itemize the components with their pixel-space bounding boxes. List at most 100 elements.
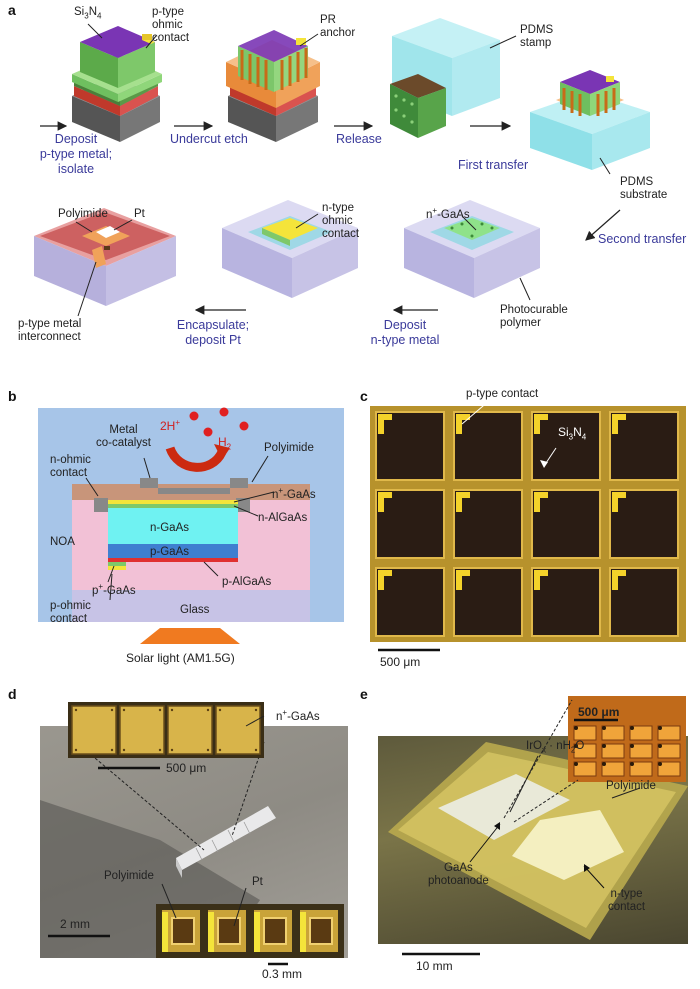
label-n-ohmic: n-ohmic contact bbox=[50, 454, 91, 479]
polymer-box-gaas bbox=[404, 200, 540, 298]
label-p-gaas: p-GaAs bbox=[150, 546, 189, 558]
step-undercut: Undercut etch bbox=[170, 132, 248, 146]
label-pdms-substrate: PDMS substrate bbox=[620, 176, 668, 201]
label-polyimide-e: Polyimide bbox=[606, 780, 656, 792]
label-n-plus-gaas-b: n+-GaAs bbox=[272, 486, 316, 501]
si3n4-cell bbox=[375, 411, 445, 481]
panel-c-pointers bbox=[378, 447, 557, 652]
label-n-plus-gaas-a: n+-GaAs bbox=[426, 206, 470, 221]
inset-dot bbox=[574, 744, 578, 748]
label-scale-e-main: 10 mm bbox=[416, 959, 453, 973]
panel-b-device-diagram bbox=[38, 407, 344, 644]
si3n4-cell bbox=[453, 411, 523, 481]
label-polyimide-b: Polyimide bbox=[264, 442, 314, 454]
panel-letter-b: b bbox=[8, 388, 17, 404]
label-polyimide-d: Polyimide bbox=[104, 870, 154, 882]
inset-dot bbox=[574, 726, 578, 730]
cube-stack-1 bbox=[72, 26, 162, 142]
label-p-metal-interconnect: p-type metal interconnect bbox=[18, 318, 82, 343]
inset-dot bbox=[658, 726, 662, 730]
label-n-algaas: n-AlGaAs bbox=[258, 512, 308, 524]
inset-cell bbox=[573, 743, 597, 759]
label-2h-plus: 2H+ bbox=[160, 418, 181, 433]
label-noa: NOA bbox=[50, 536, 75, 548]
label-n-gaas: n-GaAs bbox=[150, 522, 189, 534]
inset-cell bbox=[601, 725, 625, 741]
label-n-plus-gaas-d: n+-GaAs bbox=[276, 708, 320, 723]
p-type-contact-pad bbox=[378, 570, 392, 590]
label-solar-light: Solar light (AM1.5G) bbox=[126, 651, 235, 665]
label-scale-e-inset: 500 μm bbox=[578, 705, 620, 719]
inset-cell bbox=[573, 761, 597, 777]
si3n4-cell bbox=[609, 567, 679, 637]
cube-stack-2 bbox=[226, 30, 320, 142]
step-release: Release bbox=[336, 132, 382, 146]
inset-cell bbox=[601, 743, 625, 759]
step-deposit-p: Deposit p-type metal; isolate bbox=[39, 132, 113, 176]
si3n4-cell bbox=[609, 411, 679, 481]
inset-dot bbox=[658, 744, 662, 748]
inset-cell bbox=[657, 743, 681, 759]
panel-letter-e: e bbox=[360, 686, 368, 702]
pdms-stamp bbox=[390, 18, 500, 138]
p-type-contact-pad bbox=[612, 492, 626, 512]
label-p-ohmic: p-ohmic contact bbox=[50, 600, 91, 625]
p-type-contact-pad bbox=[378, 414, 392, 434]
p-type-contact-pad bbox=[534, 492, 548, 512]
inset-dot bbox=[658, 762, 662, 766]
panel-letter-a: a bbox=[8, 2, 16, 18]
label-n-type-ohmic: n-type ohmic contact bbox=[322, 202, 360, 240]
label-scale-c: 500 μm bbox=[380, 655, 421, 669]
inset-cell bbox=[573, 725, 597, 741]
p-type-contact-pad bbox=[378, 492, 392, 512]
label-pt-d: Pt bbox=[252, 876, 263, 888]
p-type-contact-pad bbox=[456, 570, 470, 590]
inset-cell bbox=[629, 725, 653, 741]
si3n4-cell bbox=[375, 567, 445, 637]
p-type-contact-pad bbox=[456, 414, 470, 434]
label-irox: IrOx · nH2O bbox=[526, 740, 585, 755]
panel-a-illustration bbox=[34, 18, 650, 317]
step-deposit-n: Deposit n-type metal bbox=[370, 318, 440, 347]
inset-dot bbox=[630, 744, 634, 748]
panel-letter-d: d bbox=[8, 686, 17, 702]
p-type-contact-pad bbox=[534, 570, 548, 590]
inset-dot bbox=[630, 726, 634, 730]
label-scale-d-inset: 500 μm bbox=[166, 761, 207, 775]
p-type-contact-pad bbox=[612, 570, 626, 590]
polymer-box-ntype bbox=[222, 200, 358, 298]
label-n-type-contact: n-type contact bbox=[608, 888, 646, 913]
label-glass: Glass bbox=[180, 604, 210, 616]
pdms-substrate-cube bbox=[530, 70, 650, 170]
inset-dot bbox=[602, 726, 606, 730]
label-p-algaas: p-AlGaAs bbox=[222, 576, 272, 588]
label-si3n4-a: Si3N4 bbox=[74, 6, 102, 21]
panel-c-micrograph bbox=[370, 406, 686, 642]
si3n4-cell bbox=[453, 489, 523, 559]
si3n4-cell bbox=[609, 489, 679, 559]
inset-dot bbox=[602, 762, 606, 766]
label-p-type-ohmic: p-type ohmic contact bbox=[152, 6, 190, 44]
label-metal-catalyst: Metal co-catalyst bbox=[96, 424, 151, 449]
label-scale-d-inset2: 0.3 mm bbox=[262, 967, 303, 981]
label-p-plus-gaas: p+-GaAs bbox=[92, 582, 136, 597]
pixel-grid bbox=[375, 411, 679, 637]
label-pt-a: Pt bbox=[134, 208, 145, 220]
panel-letter-c: c bbox=[360, 388, 368, 404]
label-si3n4-c: Si3N4 bbox=[558, 425, 587, 442]
label-h2: H2 bbox=[218, 435, 232, 452]
inset-cell bbox=[629, 761, 653, 777]
inset-dot bbox=[630, 762, 634, 766]
inset-cell bbox=[601, 761, 625, 777]
label-pr-anchor: PR anchor bbox=[320, 14, 356, 39]
si3n4-cell bbox=[531, 411, 601, 481]
si3n4-cell bbox=[453, 567, 523, 637]
p-type-contact-pad bbox=[456, 492, 470, 512]
p-type-contact-pad bbox=[612, 414, 626, 434]
inset-dot bbox=[574, 762, 578, 766]
si3n4-cell bbox=[375, 489, 445, 559]
step-first-transfer: First transfer bbox=[458, 158, 529, 172]
si3n4-cell bbox=[531, 567, 601, 637]
